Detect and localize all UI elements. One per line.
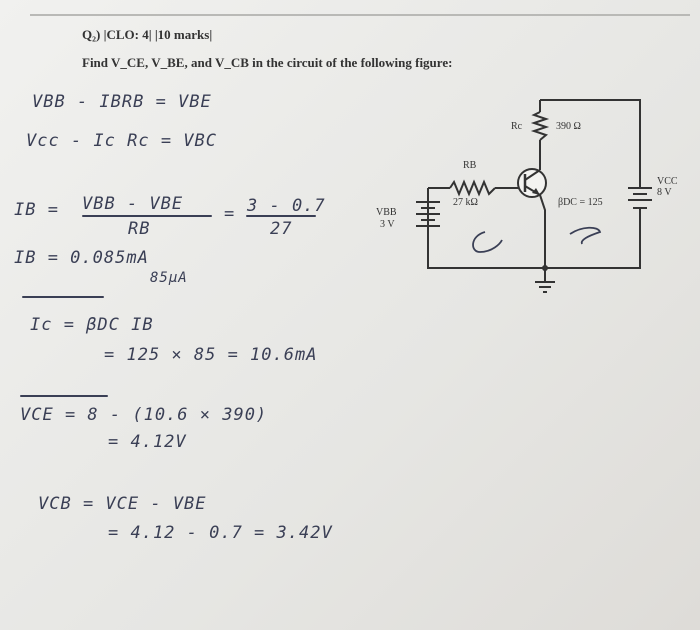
wire-top [540,99,641,188]
ground-symbol [535,281,555,293]
rb-label: RB [463,160,477,171]
top-divider [30,14,690,16]
rc-resistor [530,111,550,141]
ib-lhs: IB = [14,200,59,220]
ib-denominator-value: 27 [270,219,293,239]
pencil-mark-1 [472,231,503,253]
question-header: Q₂) |CLO: 4| |10 marks| [82,27,213,42]
section-underline-2 [20,395,108,397]
vbb-label: VBB [376,207,397,218]
vcb-formula: VCB = VCE - VBE [38,494,207,514]
beta-label: βDC = 125 [558,197,603,208]
ic-calculation: = 125 × 85 = 10.6mA [104,345,318,365]
vce-formula: VCE = 8 - (10.6 × 390) [20,405,268,425]
wire-right-bottom [545,208,641,269]
vbb-battery [416,201,440,227]
vcc-value: 8 V [657,187,672,198]
rc-value: 390 Ω [556,121,581,132]
ib-value-ua: 85μA [150,270,188,286]
wire-emitter [539,194,546,268]
pencil-mark-2 [569,226,602,245]
section-underline-1 [22,296,104,298]
question-instruction: Find V_CE, V_BE, and V_CB in the circuit… [82,55,453,70]
vbb-value: 3 V [380,219,395,230]
ib-value-ma: IB = 0.085mA [14,248,149,268]
ib-denominator: RB [128,219,151,239]
wire-left-vertical [427,188,545,269]
equation-input-loop: VBB - IBRB = VBE [32,92,212,112]
vcc-label: VCC [657,176,678,187]
rb-value: 27 kΩ [453,197,478,208]
ib-values-fraction-bar [246,215,316,217]
ic-formula: Ic = βDC IB [30,315,154,335]
equation-output-loop: Vcc - Ic Rc = VBC [26,131,217,151]
transistor-symbol [517,168,547,198]
vcc-battery [628,187,652,209]
rc-label: Rc [511,121,523,132]
vce-value: = 4.12V [108,432,187,452]
ib-numerator: VBB - VBE [82,194,184,214]
ib-fraction-bar [82,215,212,217]
ib-numerator-values: 3 - 0.7 [247,196,326,216]
vcb-value: = 4.12 - 0.7 = 3.42V [108,523,333,543]
rb-resistor [449,179,496,197]
ib-equals: = [224,204,236,224]
